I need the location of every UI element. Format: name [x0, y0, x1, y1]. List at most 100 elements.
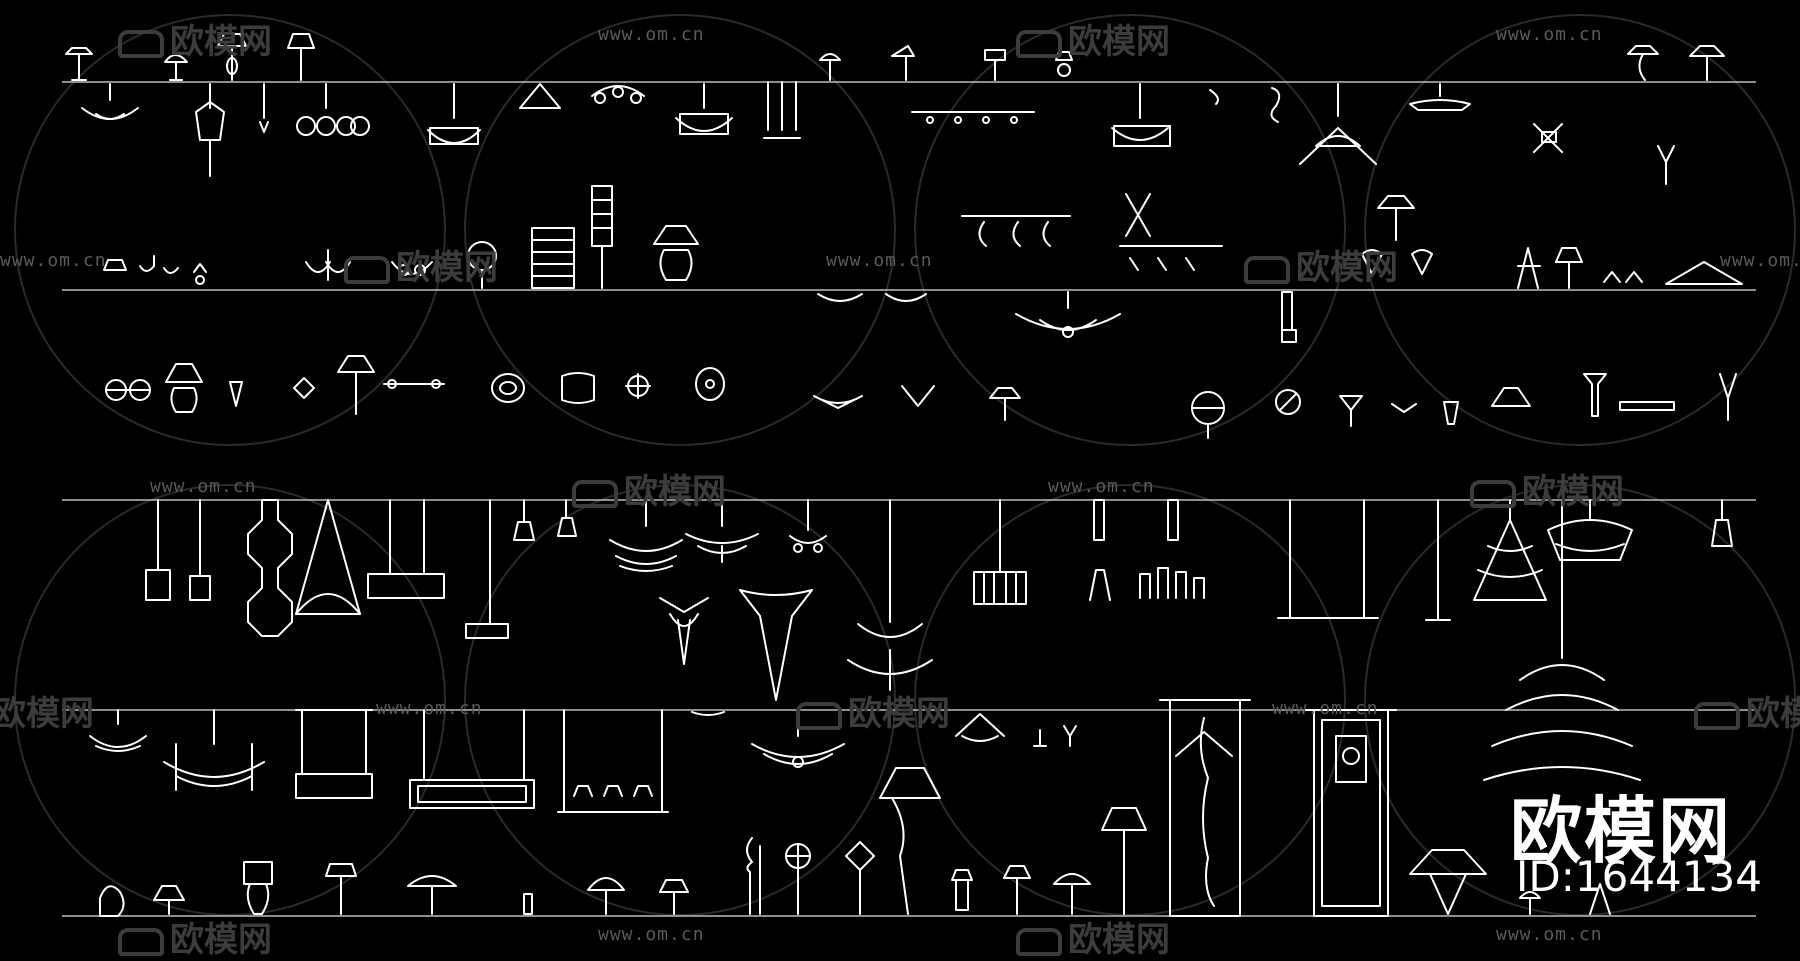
sofa-logo-icon — [118, 927, 164, 956]
watermark-url: www.om.cn — [0, 250, 107, 271]
pendant-lamp-icon — [557, 499, 577, 537]
pendant-lamp-icon — [1125, 193, 1151, 237]
track-light-icon — [961, 215, 1071, 247]
chandelier-icon — [591, 85, 645, 104]
pendant-lamp-icon — [1425, 499, 1451, 621]
table-lamp-icon — [1003, 865, 1031, 915]
wall-sconce-icon — [1603, 271, 1643, 283]
wall-sconce-icon — [105, 379, 151, 401]
table-lamp-icon — [165, 363, 203, 413]
floor-lamp-icon — [1409, 849, 1487, 915]
watermark-brand: 欧模网 — [118, 912, 272, 961]
sofa-logo-icon — [572, 479, 618, 508]
chandelier-icon — [685, 499, 759, 563]
floor-lamp-icon — [467, 241, 497, 289]
site-logo-text: 欧模网 — [1510, 789, 1733, 873]
watermark-brand: 欧模网 — [1470, 464, 1624, 513]
sofa-logo-icon — [344, 255, 390, 284]
wall-sconce-icon — [1339, 395, 1363, 427]
sofa-logo-icon — [1016, 927, 1062, 956]
watermark-brand: 欧模网 — [0, 694, 94, 734]
pendant-lamp-icon — [1665, 261, 1743, 285]
table-lamp-icon — [407, 875, 457, 915]
wall-sconce-icon — [561, 372, 595, 404]
wall-sconce-icon — [739, 589, 813, 701]
table-lamp-icon — [523, 893, 533, 915]
wall-sconce-icon — [229, 381, 243, 407]
table-lamp-icon — [153, 885, 185, 915]
watermark-brand: 欧模网 — [1016, 912, 1170, 961]
wall-sconce-icon — [901, 385, 935, 407]
wall-sconce-icon — [1657, 145, 1675, 185]
table-lamp-icon — [951, 869, 973, 911]
table-lamp-icon — [243, 861, 273, 915]
floor-lamp-icon — [591, 185, 613, 289]
floor-lamp-icon — [879, 767, 941, 915]
table-lamp-icon — [287, 33, 315, 81]
table-lamp-icon — [1491, 387, 1531, 407]
table-lamp-icon — [984, 49, 1006, 81]
watermark-brand: 欧模网 — [118, 14, 272, 63]
watermark-url: www.om.cn — [150, 476, 257, 497]
floor-lamp-icon — [1517, 247, 1541, 289]
table-lamp-icon — [217, 33, 247, 81]
wall-sconce-icon — [955, 713, 1005, 742]
table-lamp-icon — [65, 47, 93, 81]
watermark-brand: 欧模网 — [1244, 240, 1398, 289]
watermark-brand: 欧模网 — [1694, 686, 1800, 735]
wall-sconce-icon — [695, 367, 725, 401]
chandelier-icon — [1483, 499, 1641, 781]
chandelier-icon — [391, 261, 433, 276]
pendant-lamp-icon — [1270, 87, 1281, 123]
wall-sconce-icon — [817, 293, 863, 302]
pendant-lamp-icon — [1377, 195, 1415, 241]
wall-sconce-icon — [813, 395, 863, 409]
wall-sconce-icon — [625, 373, 651, 399]
floor-lamp-icon — [785, 843, 811, 915]
wall-sconce-icon — [1391, 403, 1417, 413]
watermark-brand: 欧模网 — [1016, 14, 1170, 63]
table-lamp-icon — [1519, 891, 1541, 915]
table-lamp-icon — [1191, 391, 1225, 439]
resource-id: ID:1644134 — [1516, 852, 1762, 901]
chandelier-icon — [789, 499, 827, 553]
table-lamp-icon — [819, 53, 841, 81]
table-lamp-icon — [1033, 729, 1047, 747]
watermark-url: www.om.cn — [1048, 476, 1155, 497]
floor-lamp-icon — [746, 837, 761, 915]
table-lamp-icon — [325, 863, 357, 915]
pendant-lamp-icon — [367, 499, 445, 599]
table-lamp-icon — [989, 387, 1021, 421]
sofa-logo-icon — [1016, 29, 1062, 58]
wall-sconce-icon — [293, 377, 315, 399]
chandelier-icon — [296, 83, 370, 136]
table-lamp-icon — [659, 879, 689, 915]
watermark-url: www.om.cn — [1720, 250, 1800, 271]
pendant-lamp-icon — [247, 499, 293, 637]
pendant-lamp-icon — [259, 83, 269, 133]
wall-sconce-icon — [1533, 123, 1563, 153]
wall-sconce-icon — [139, 255, 179, 274]
wall-sconce-icon — [691, 711, 725, 716]
pendant-lamp-icon — [519, 83, 561, 109]
watermark-brand: 欧模网 — [572, 464, 726, 513]
chandelier-icon — [675, 83, 733, 135]
watermark-url: www.om.cn — [598, 24, 705, 45]
floor-lamp-icon — [1159, 699, 1251, 917]
wall-sconce-icon — [1411, 249, 1433, 275]
pendant-lamp-icon — [295, 709, 373, 799]
wall-sconce-icon — [491, 373, 525, 403]
pendant-lamp-icon — [189, 499, 211, 601]
chandelier-icon — [89, 709, 147, 752]
chandelier-icon — [609, 499, 683, 572]
floor-lamp-icon — [1589, 883, 1611, 915]
watermark-url: www.om.cn — [598, 924, 705, 945]
chandelier-icon — [1409, 83, 1471, 111]
table-lamp-icon — [1689, 45, 1725, 81]
pendant-lamp-icon — [1281, 291, 1297, 343]
floor-lamp-icon — [1305, 709, 1397, 917]
sofa-logo-icon — [796, 701, 842, 730]
sofa-logo-icon — [1694, 701, 1740, 730]
table-lamp-icon — [891, 45, 915, 81]
